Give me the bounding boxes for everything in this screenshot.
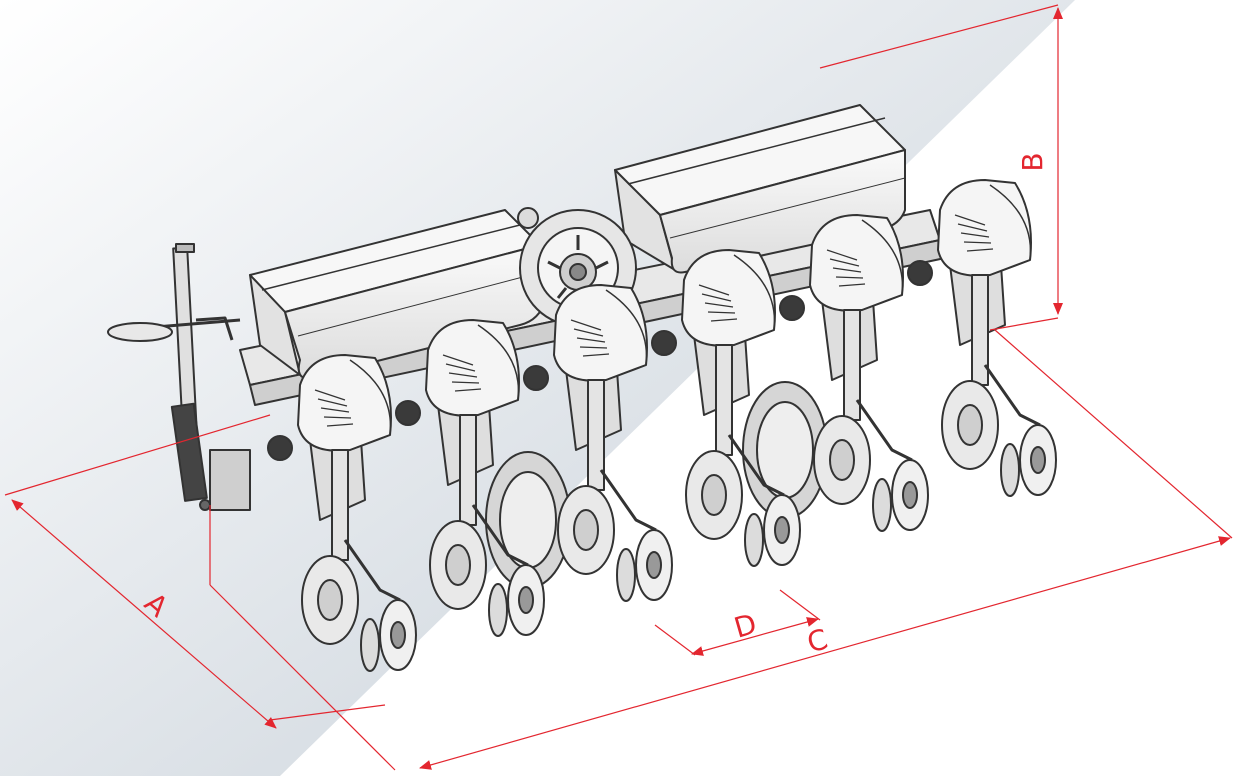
row-units: [267, 179, 1057, 672]
row-unit: [907, 179, 1057, 497]
row-unit: [779, 214, 929, 532]
dimension-c-label: C: [803, 622, 831, 659]
dimension-d-line: [691, 617, 819, 656]
left-seed-hopper: [249, 209, 546, 380]
row-unit: [267, 354, 417, 672]
dimension-a-line: [11, 499, 277, 729]
dimension-b-label: B: [1016, 152, 1049, 171]
dimension-d-label: D: [730, 607, 760, 645]
right-seed-hopper: [614, 104, 906, 274]
dimension-annotations: A B C D: [4, 4, 1233, 771]
dimension-c-line: [419, 536, 1231, 770]
planter-illustration: [107, 104, 1057, 672]
